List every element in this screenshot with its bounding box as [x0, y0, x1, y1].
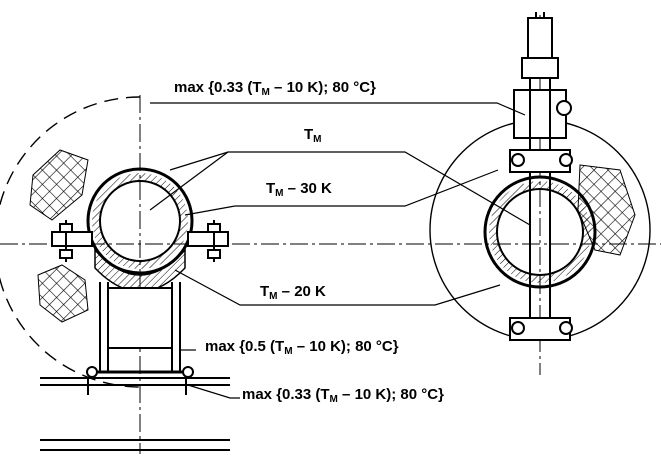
- hanger-straps: [509, 78, 571, 341]
- support-structure: [90, 282, 190, 374]
- pipe-right-inner: [496, 188, 584, 276]
- insulation-hatch-upper-left: [29, 149, 89, 221]
- label-pipe-center: TM: [304, 126, 322, 145]
- label-shoe: TM – 20 K: [260, 283, 326, 302]
- clamp-flange-left: [51, 231, 93, 247]
- pipe-right-outer: [483, 175, 597, 289]
- pipe-left-inner: [99, 180, 181, 262]
- base-beam: [40, 377, 230, 451]
- clamp-flange-right: [187, 231, 229, 247]
- insulation-outline-left: [0, 96, 141, 388]
- pipe-left-wall: [92, 173, 188, 269]
- label-pipe-wall: TM – 30 K: [266, 180, 332, 199]
- bolt-icon: [59, 220, 221, 262]
- hanger-rod: [521, 12, 559, 79]
- label-support-upper: max {0.5 (TM – 10 K); 80 °C}: [205, 338, 399, 357]
- base-bolt-icon: [86, 366, 194, 378]
- leader-lines: [149, 102, 531, 399]
- pipe-shoe: [94, 248, 186, 293]
- hanger-bolt-icon: [511, 100, 573, 335]
- pipe-right-wall: [489, 181, 591, 283]
- label-support-base: max {0.33 (TM – 10 K); 80 °C}: [242, 386, 444, 405]
- anchor-bolt-icon: [87, 378, 187, 395]
- label-top-clamp: max {0.33 (TM – 10 K); 80 °C}: [174, 79, 376, 98]
- pipe-left-outer: [86, 167, 194, 275]
- insulation-hatch-lower-left: [37, 264, 89, 323]
